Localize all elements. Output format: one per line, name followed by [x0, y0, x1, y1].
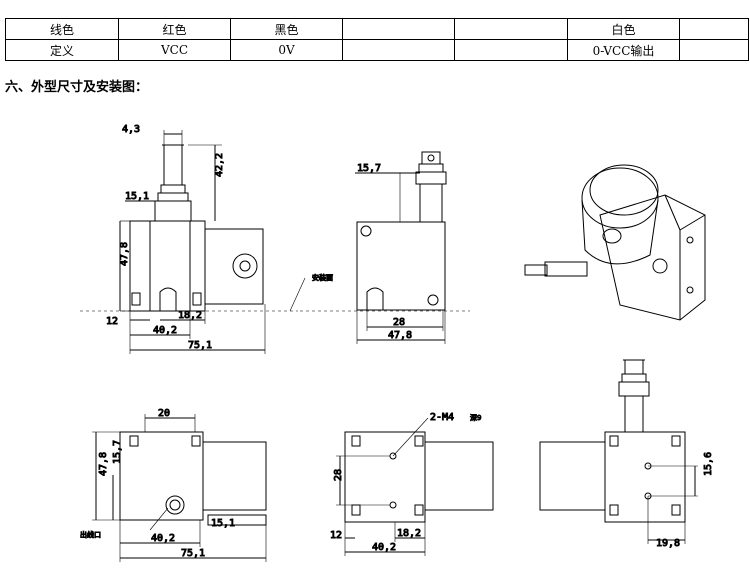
dim-15-7: 15,7 — [357, 163, 381, 174]
front-view — [80, 130, 306, 354]
dim-2-m4-depth: 深9 — [470, 413, 481, 422]
dim-47-8-bottom: 47,8 — [98, 452, 109, 476]
table-cell: 白色 — [567, 18, 680, 40]
side-view — [300, 151, 470, 344]
dim-20: 20 — [158, 408, 170, 419]
dim-28: 28 — [393, 317, 405, 328]
install-face-label: 安装面 — [312, 273, 333, 282]
cable-outlet-label: 出线口 — [80, 530, 101, 539]
wire-color-table: 线色 红色 黑色 白色 定义 VCC 0V 0-VCC输出 — [5, 18, 749, 61]
rear-view — [539, 359, 698, 544]
dim-4-3: 4,3 — [122, 124, 140, 135]
dim-2-m4: 2-M4 — [430, 412, 454, 423]
table-cell: VCC — [118, 39, 231, 61]
dim-12: 12 — [106, 316, 118, 327]
table-cell — [679, 39, 749, 61]
dim-40-2-bottom: 40,2 — [151, 533, 175, 544]
dim-19-8: 19,8 — [656, 538, 680, 549]
dim-47-8: 47,8 — [119, 242, 130, 266]
dim-18-2: 18,2 — [178, 310, 202, 321]
dim-12-mount: 12 — [330, 530, 342, 541]
table-cell: 0-VCC输出 — [567, 39, 680, 61]
dim-40-2-mount: 40,2 — [372, 542, 396, 553]
table-row: 定义 VCC 0V 0-VCC输出 — [5, 39, 749, 61]
table-row: 线色 红色 黑色 白色 — [5, 18, 749, 40]
table-cell: 0V — [230, 39, 343, 61]
dim-15-1-bottom: 15,1 — [211, 518, 235, 529]
dim-15-1: 15,1 — [125, 191, 149, 202]
mounting-view — [336, 417, 494, 556]
table-cell: 定义 — [5, 39, 119, 61]
dim-47-8-side: 47,8 — [388, 330, 412, 341]
dim-40-2: 40,2 — [153, 325, 177, 336]
isometric-view — [524, 164, 706, 321]
dim-18-2-mount: 18,2 — [397, 528, 421, 539]
bottom-view — [92, 414, 267, 562]
dim-75-1-bottom: 75,1 — [181, 548, 205, 559]
dim-15-6: 15,6 — [703, 452, 714, 476]
section-heading: 六、外型尺寸及安装图： — [5, 80, 149, 95]
dim-28-mount: 28 — [333, 469, 344, 481]
dim-42-2: 42,2 — [214, 153, 225, 177]
dim-75-1: 75,1 — [188, 340, 212, 351]
dim-15-7-bottom: 15,7 — [112, 440, 123, 464]
